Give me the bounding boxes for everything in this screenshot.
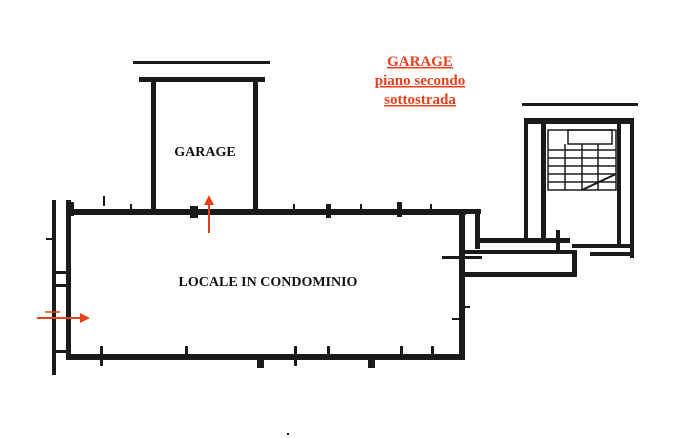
stair-bottom-wall <box>572 244 634 248</box>
garage-top-wall-inner <box>139 77 265 82</box>
title-line-1: GARAGE <box>387 54 453 70</box>
locale-bottom-wall <box>70 354 465 360</box>
stairwell <box>522 103 638 258</box>
stair-landing <box>567 129 613 145</box>
corridor-mid-wall <box>465 250 577 254</box>
corridor <box>442 230 577 277</box>
locale-left-wall-outer <box>52 200 56 375</box>
locale-right-wall <box>459 209 465 359</box>
top-wall-ticks <box>69 196 432 218</box>
stair-treads <box>548 144 617 191</box>
garage-label: GARAGE <box>174 145 235 160</box>
locale-left-wall-inner <box>66 200 71 360</box>
title-line-2: piano secondo <box>375 73 465 89</box>
stray-mark <box>287 433 289 435</box>
bottom-wall-ticks <box>100 346 434 368</box>
corridor-cross-v <box>461 243 464 273</box>
stair-right-wall-outer <box>630 118 634 258</box>
stair-top-wall-outer <box>522 103 638 106</box>
garage-room: GARAGE <box>133 61 270 213</box>
garage-top-wall-outer <box>133 61 270 64</box>
corridor-bottom-wall <box>465 272 577 277</box>
corridor-top-wall <box>475 238 570 243</box>
stair-top-wall-inner <box>528 118 632 124</box>
wall-tick-right-2 <box>461 306 470 308</box>
stair-left-wall-outer <box>524 118 528 242</box>
corridor-door-post <box>556 230 560 252</box>
arrow-right-icon <box>37 311 90 323</box>
left-wall-step-3 <box>56 350 70 353</box>
locale-label: LOCALE IN CONDOMINIO <box>179 275 358 290</box>
arrow-up-icon <box>204 195 214 233</box>
wall-tick-right <box>452 318 461 320</box>
left-wall-step-2 <box>56 284 70 287</box>
locale-room: LOCALE IN CONDOMINIO <box>46 196 481 375</box>
garage-left-wall <box>151 77 156 213</box>
corridor-end-wall <box>572 250 577 277</box>
left-wall-step-1 <box>56 271 70 274</box>
stair-left-wall-inner <box>541 118 546 238</box>
stair-bottom-wall-2 <box>590 252 630 256</box>
locale-top-wall <box>68 209 466 215</box>
left-wall-tick <box>46 238 56 240</box>
plan-title: GARAGE piano secondo sottostrada <box>375 54 465 108</box>
title-line-3: sottostrada <box>384 92 456 108</box>
stair-right-wall-inner <box>617 118 621 248</box>
locale-right-step-post <box>475 209 480 249</box>
garage-right-wall <box>253 77 258 213</box>
locale-right-step <box>458 209 481 214</box>
